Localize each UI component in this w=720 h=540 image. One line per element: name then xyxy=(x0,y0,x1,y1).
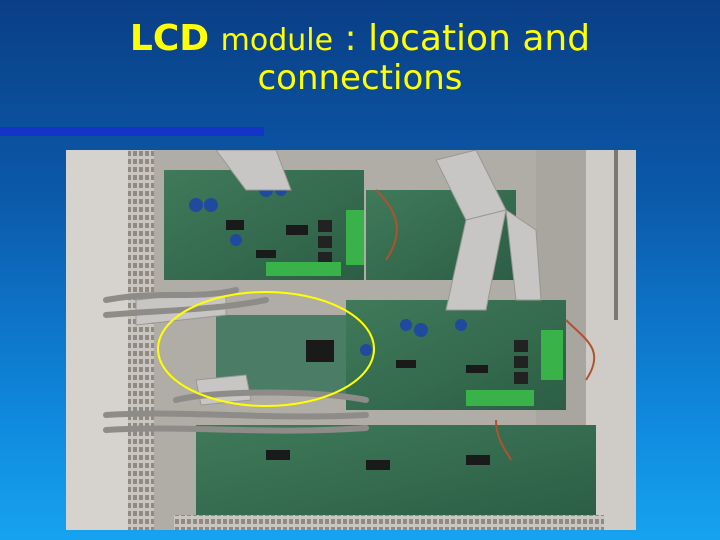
title-module: module xyxy=(220,23,334,58)
title-line-1: LCD module : location and xyxy=(0,18,720,59)
title-line-2: connections xyxy=(257,58,463,99)
slide-title: LCD module : location and connections xyxy=(0,18,720,98)
title-lcd: LCD xyxy=(129,18,210,59)
cabinet-photo xyxy=(66,150,636,530)
accent-bar xyxy=(0,127,264,136)
title-rest: : location and xyxy=(333,18,591,59)
bottom-board xyxy=(196,425,596,515)
lcd-module-highlight xyxy=(157,291,375,407)
